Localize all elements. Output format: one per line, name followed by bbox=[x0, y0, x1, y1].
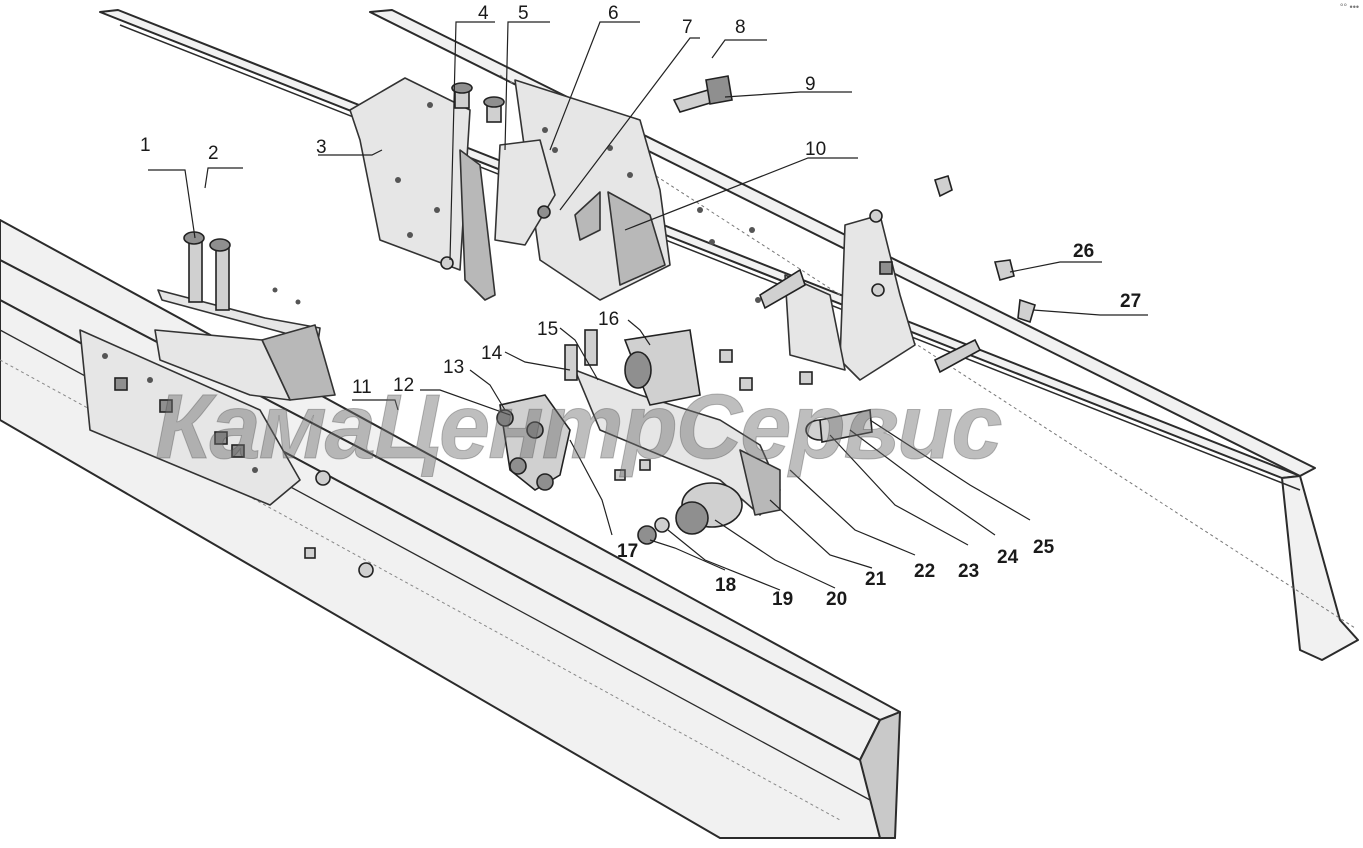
callout-18: 18 bbox=[715, 575, 737, 596]
callout-3: 3 bbox=[316, 137, 327, 158]
lower-bracket bbox=[79, 231, 374, 578]
callout-24: 24 bbox=[997, 547, 1019, 568]
callout-25: 25 bbox=[1033, 537, 1055, 558]
callout-23: 23 bbox=[958, 561, 980, 582]
callout-26: 26 bbox=[1073, 241, 1095, 262]
callout-20: 20 bbox=[826, 589, 848, 610]
right-bracket bbox=[697, 174, 1036, 381]
central-mechanism bbox=[496, 268, 873, 545]
callout-7: 7 bbox=[682, 17, 693, 38]
callout-19: 19 bbox=[772, 589, 794, 610]
callout-10: 10 bbox=[805, 139, 827, 160]
leader-lines bbox=[148, 21, 1148, 591]
callout-14: 14 bbox=[481, 343, 503, 364]
callout-16: 16 bbox=[598, 309, 620, 330]
callout-12: 12 bbox=[393, 375, 415, 396]
callout-1: 1 bbox=[140, 135, 151, 156]
lower-frame-rail bbox=[0, 219, 901, 839]
callout-21: 21 bbox=[865, 569, 887, 590]
callout-8: 8 bbox=[735, 17, 746, 38]
callout-2: 2 bbox=[208, 143, 219, 164]
callout-11: 11 bbox=[352, 377, 372, 398]
callout-17: 17 bbox=[617, 541, 639, 562]
callout-15: 15 bbox=[537, 319, 559, 340]
watermark-text: КамаЦентрСервис bbox=[154, 376, 1002, 479]
callout-5: 5 bbox=[518, 3, 529, 24]
callout-9: 9 bbox=[805, 74, 816, 95]
callout-6: 6 bbox=[608, 3, 619, 24]
callout-22: 22 bbox=[914, 561, 936, 582]
callout-13: 13 bbox=[443, 357, 465, 378]
callout-4: 4 bbox=[478, 3, 489, 24]
callout-27: 27 bbox=[1120, 291, 1142, 312]
corner-mark: °° ••• bbox=[1339, 2, 1359, 12]
upper-bracket bbox=[349, 75, 733, 301]
